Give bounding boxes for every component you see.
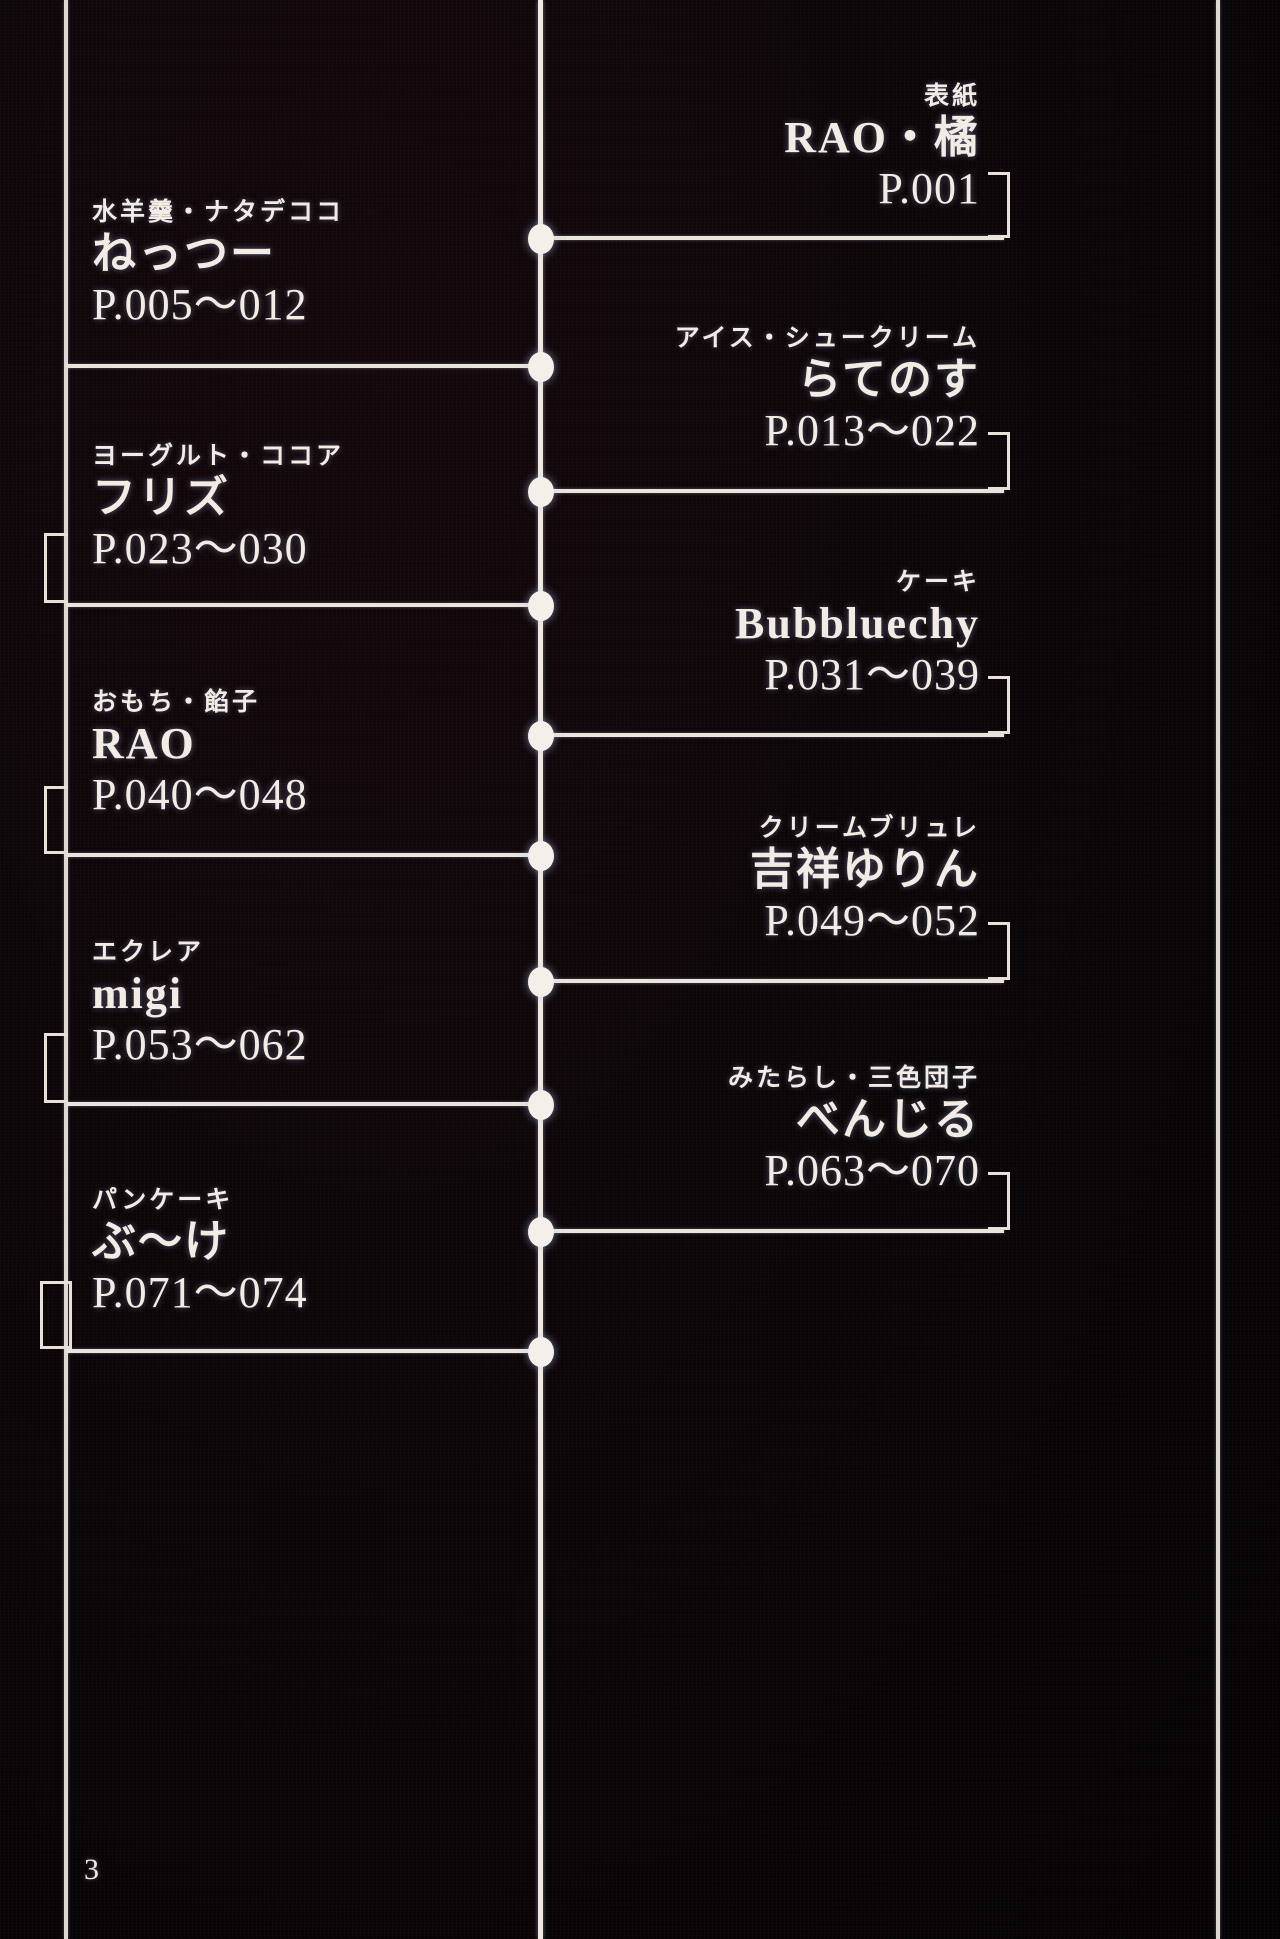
bracket-left-3 (44, 786, 78, 854)
toc-entry-bubbluechy[interactable]: ケーキ Bubbluechy P.031〜039 (300, 562, 980, 701)
connector-right-5 (541, 1229, 1004, 1233)
bracket-left-2 (44, 533, 78, 603)
entry-genre: エクレア (92, 937, 205, 966)
bracket-right-2 (988, 432, 1022, 490)
entry-genre: 水羊羹・ナタデココ (92, 197, 345, 226)
entry-pages: P.031〜039 (764, 650, 980, 700)
entry-genre: ケーキ (895, 567, 980, 596)
connector-left-2 (66, 603, 542, 607)
connector-left-3 (66, 853, 542, 857)
entry-artist: らてのす (797, 355, 980, 404)
entry-artist: RAO・橘 (784, 113, 980, 162)
bracket-right-3 (988, 676, 1022, 734)
spine-node-3 (528, 477, 554, 507)
entry-artist: フリズ (92, 473, 230, 522)
spine-node-10 (528, 1337, 554, 1367)
spine-node-5 (528, 721, 554, 751)
entry-pages: P.040〜048 (92, 770, 308, 820)
toc-entry-rao[interactable]: おもち・餡子 RAO P.040〜048 (92, 682, 692, 821)
bracket-right-4 (988, 922, 1022, 980)
connector-right-4 (541, 979, 1004, 983)
spine-node-9 (528, 1217, 554, 1247)
connector-left-4 (66, 1102, 542, 1106)
connector-left-5 (66, 1349, 542, 1353)
entry-artist: Bubbluechy (735, 599, 980, 648)
entry-genre: アイス・シュークリーム (674, 323, 980, 352)
toc-entry-nettsu[interactable]: 水羊羹・ナタデココ ねっつー P.005〜012 (92, 192, 692, 331)
entry-genre: 表紙 (923, 81, 980, 110)
toc-entry-furizu[interactable]: ヨーグルト・ココア フリズ P.023〜030 (92, 436, 692, 575)
entry-artist: ねっつー (92, 229, 276, 278)
entry-artist: ぶ〜け (92, 1217, 230, 1266)
toc-entry-latenosu[interactable]: アイス・シュークリーム らてのす P.013〜022 (300, 318, 980, 457)
page-number: 3 (84, 1853, 100, 1886)
connector-left-1 (66, 364, 542, 368)
bracket-right-1 (988, 172, 1022, 238)
right-margin-rule (1216, 0, 1220, 1939)
connector-right-1 (541, 236, 1004, 240)
toc-entry-kissho-yurin[interactable]: クリームブリュレ 吉祥ゆりん P.049〜052 (300, 808, 980, 947)
left-margin-rule (64, 0, 68, 1939)
entry-genre: クリームブリュレ (758, 813, 980, 842)
entry-pages: P.013〜022 (764, 406, 980, 456)
spine-node-6 (528, 841, 554, 871)
toc-entry-migi[interactable]: エクレア migi P.053〜062 (92, 932, 692, 1071)
connector-right-2 (541, 489, 1004, 493)
spine-node-4 (528, 591, 554, 621)
entry-genre: みたらし・三色団子 (727, 1063, 980, 1092)
entry-pages: P.005〜012 (92, 280, 308, 330)
toc-entry-cover[interactable]: 表紙 RAO・橘 P.001 (300, 76, 980, 215)
spine-node-8 (528, 1090, 554, 1120)
bracket-left-4 (44, 1033, 78, 1103)
bracket-right-5 (988, 1172, 1022, 1230)
entry-pages: P.023〜030 (92, 524, 308, 574)
entry-artist: べんじる (796, 1095, 980, 1144)
entry-pages: P.049〜052 (764, 896, 980, 946)
entry-pages: P.071〜074 (92, 1268, 308, 1318)
spine-node-7 (528, 967, 554, 997)
spine-node-2 (528, 352, 554, 382)
toc-entry-buuke[interactable]: パンケーキ ぶ〜け P.071〜074 (92, 1180, 692, 1319)
entry-artist: RAO (92, 719, 196, 768)
entry-artist: 吉祥ゆりん (750, 845, 980, 894)
bracket-left-5 (40, 1281, 80, 1349)
toc-entry-benjiru[interactable]: みたらし・三色団子 べんじる P.063〜070 (300, 1058, 980, 1197)
entry-pages: P.001 (878, 164, 980, 214)
connector-right-3 (541, 733, 1004, 737)
entry-pages: P.063〜070 (764, 1146, 980, 1196)
entry-genre: ヨーグルト・ココア (92, 441, 345, 470)
entry-genre: パンケーキ (92, 1185, 234, 1214)
spine-node-1 (528, 224, 554, 254)
entry-pages: P.053〜062 (92, 1020, 308, 1070)
entry-genre: おもち・餡子 (92, 687, 261, 716)
entry-artist: migi (92, 969, 184, 1018)
